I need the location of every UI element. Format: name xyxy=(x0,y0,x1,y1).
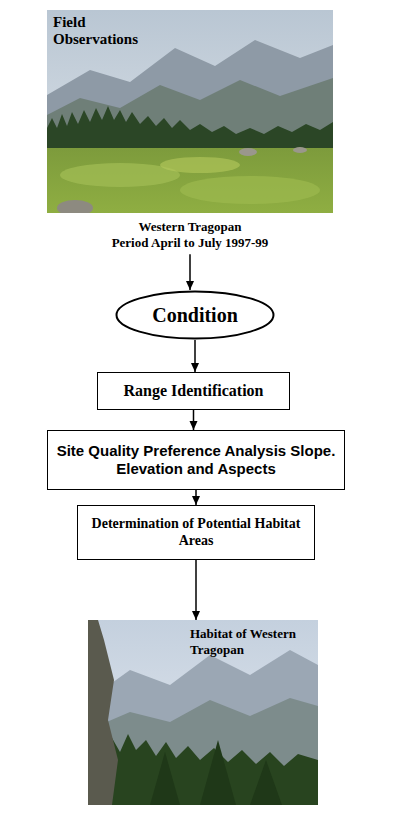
flow-arrow xyxy=(193,410,195,430)
process-box: Determination of Potential Habitat Areas xyxy=(77,505,315,560)
ellipse-shape xyxy=(117,292,274,339)
node-text: Range Identification xyxy=(124,381,264,400)
field-photo xyxy=(47,10,333,213)
node-text: Western Tragopan xyxy=(47,219,333,235)
process-box: Site Quality Preference Analysis Slope. … xyxy=(47,430,345,490)
flow-arrow xyxy=(195,490,197,505)
field-photo-box: Field ObservationsWestern TragopanPeriod… xyxy=(47,10,333,254)
node-text: Habitat of Western Tragopan xyxy=(190,626,312,657)
node-text: Period April to July 1997-99 xyxy=(47,235,333,251)
flow-arrow xyxy=(189,254,191,290)
flow-arrow xyxy=(195,560,197,620)
node-text: Condition xyxy=(152,303,238,327)
habitat-photo xyxy=(88,620,318,805)
habitat-photo-box: Habitat of Western Tragopan xyxy=(88,620,318,805)
node-text: Field Observations xyxy=(53,14,153,49)
flow-arrow xyxy=(194,340,196,372)
node-text: Site Quality Preference Analysis Slope. … xyxy=(56,442,336,478)
node-text: Determination of Potential Habitat Areas xyxy=(86,516,306,550)
process-box: Range Identification xyxy=(97,372,290,410)
condition-ellipse: Condition xyxy=(115,290,275,340)
